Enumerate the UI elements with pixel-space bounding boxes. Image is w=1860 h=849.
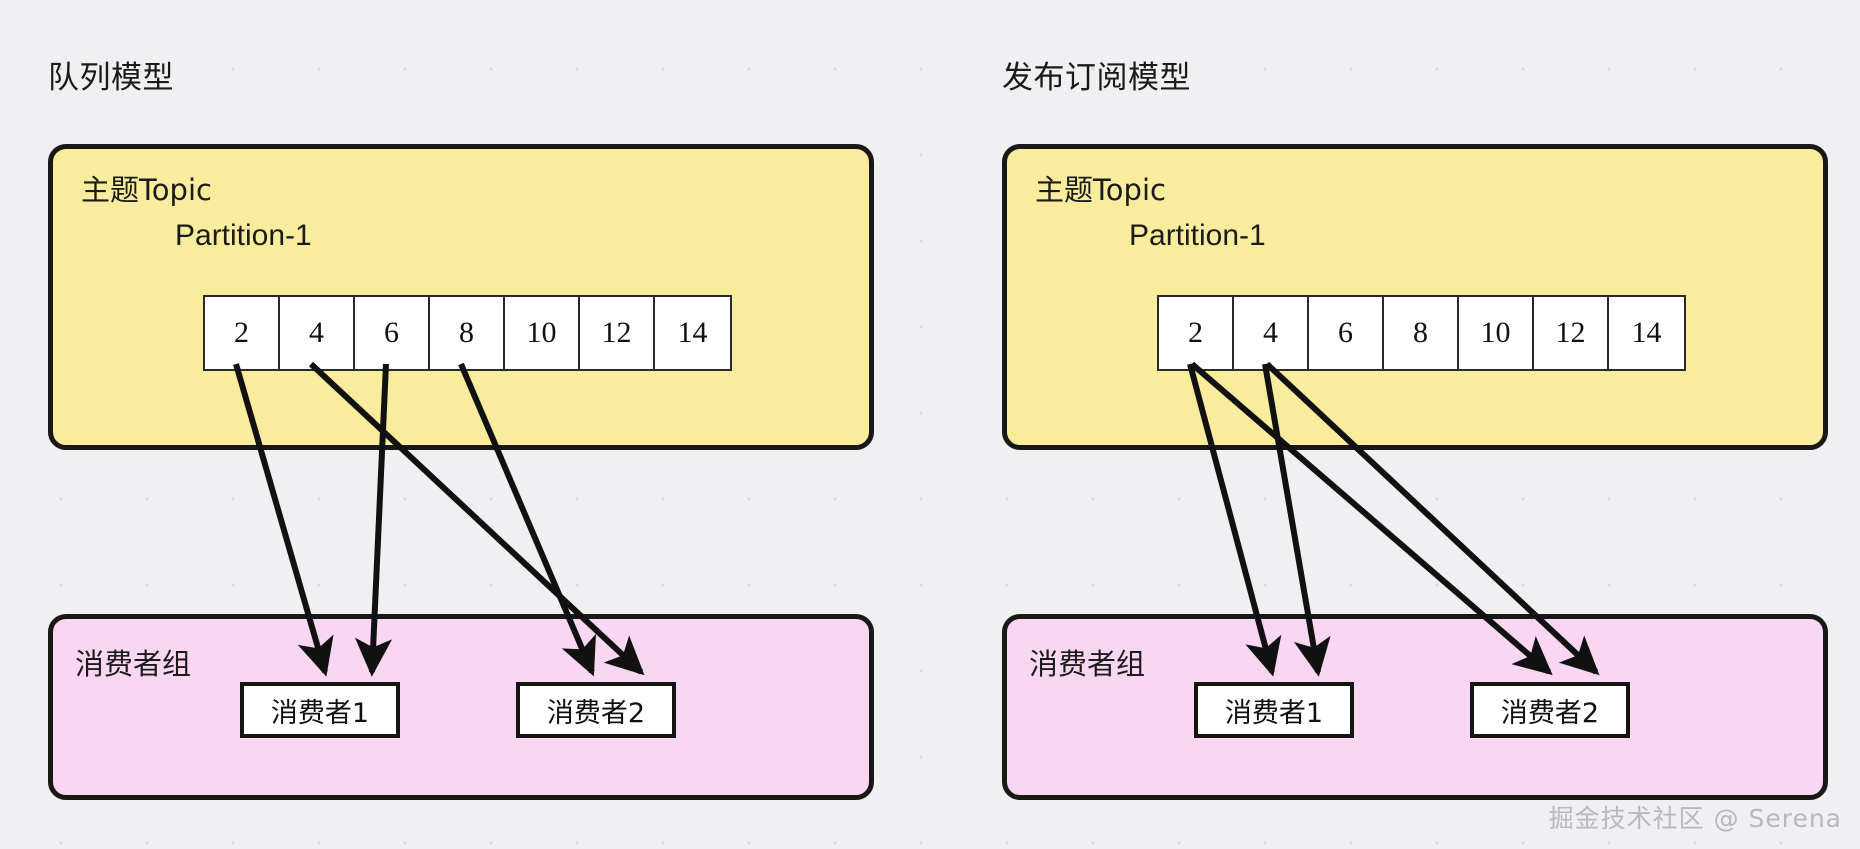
partition-cell[interactable]: 6	[1309, 297, 1384, 369]
topic-box-pubsub-model: 主题Topic Partition-1 2 4 6 8 10 12 14	[1002, 144, 1828, 450]
partition-cell[interactable]: 10	[1459, 297, 1534, 369]
watermark: 掘金技术社区 @ Serena	[1548, 804, 1842, 833]
topic-label-queue-model: 主题Topic	[81, 173, 212, 207]
topic-box-queue-model: 主题Topic Partition-1 2 4 6 8 10 12 14	[48, 144, 874, 450]
consumer-box-1-queue-model[interactable]: 消费者1	[240, 682, 400, 738]
topic-label-pubsub-model: 主题Topic	[1035, 173, 1166, 207]
consumer-group-box-queue-model: 消费者组	[48, 614, 874, 800]
panel-title-queue-model: 队列模型	[48, 60, 174, 96]
consumer-group-label-pubsub-model: 消费者组	[1029, 647, 1146, 681]
partition-cells-pubsub-model: 2 4 6 8 10 12 14	[1157, 295, 1686, 371]
consumer-box-2-queue-model[interactable]: 消费者2	[516, 682, 676, 738]
partition-cell[interactable]: 8	[1384, 297, 1459, 369]
consumer-box-1-pubsub-model[interactable]: 消费者1	[1194, 682, 1354, 738]
partition-cell[interactable]: 14	[1609, 297, 1684, 369]
partition-cell[interactable]: 4	[280, 297, 355, 369]
panel-title-pubsub-model: 发布订阅模型	[1002, 60, 1191, 96]
partition-cell[interactable]: 2	[205, 297, 280, 369]
partition-cell[interactable]: 10	[505, 297, 580, 369]
partition-label-queue-model: Partition-1	[175, 219, 312, 252]
consumer-box-2-pubsub-model[interactable]: 消费者2	[1470, 682, 1630, 738]
partition-cell[interactable]: 12	[1534, 297, 1609, 369]
partition-label-pubsub-model: Partition-1	[1129, 219, 1266, 252]
consumer-group-box-pubsub-model: 消费者组	[1002, 614, 1828, 800]
partition-cell[interactable]: 6	[355, 297, 430, 369]
partition-cell[interactable]: 4	[1234, 297, 1309, 369]
partition-cell[interactable]: 14	[655, 297, 730, 369]
partition-cells-queue-model: 2 4 6 8 10 12 14	[203, 295, 732, 371]
partition-cell[interactable]: 12	[580, 297, 655, 369]
consumer-group-label-queue-model: 消费者组	[75, 647, 192, 681]
partition-cell[interactable]: 8	[430, 297, 505, 369]
partition-cell[interactable]: 2	[1159, 297, 1234, 369]
